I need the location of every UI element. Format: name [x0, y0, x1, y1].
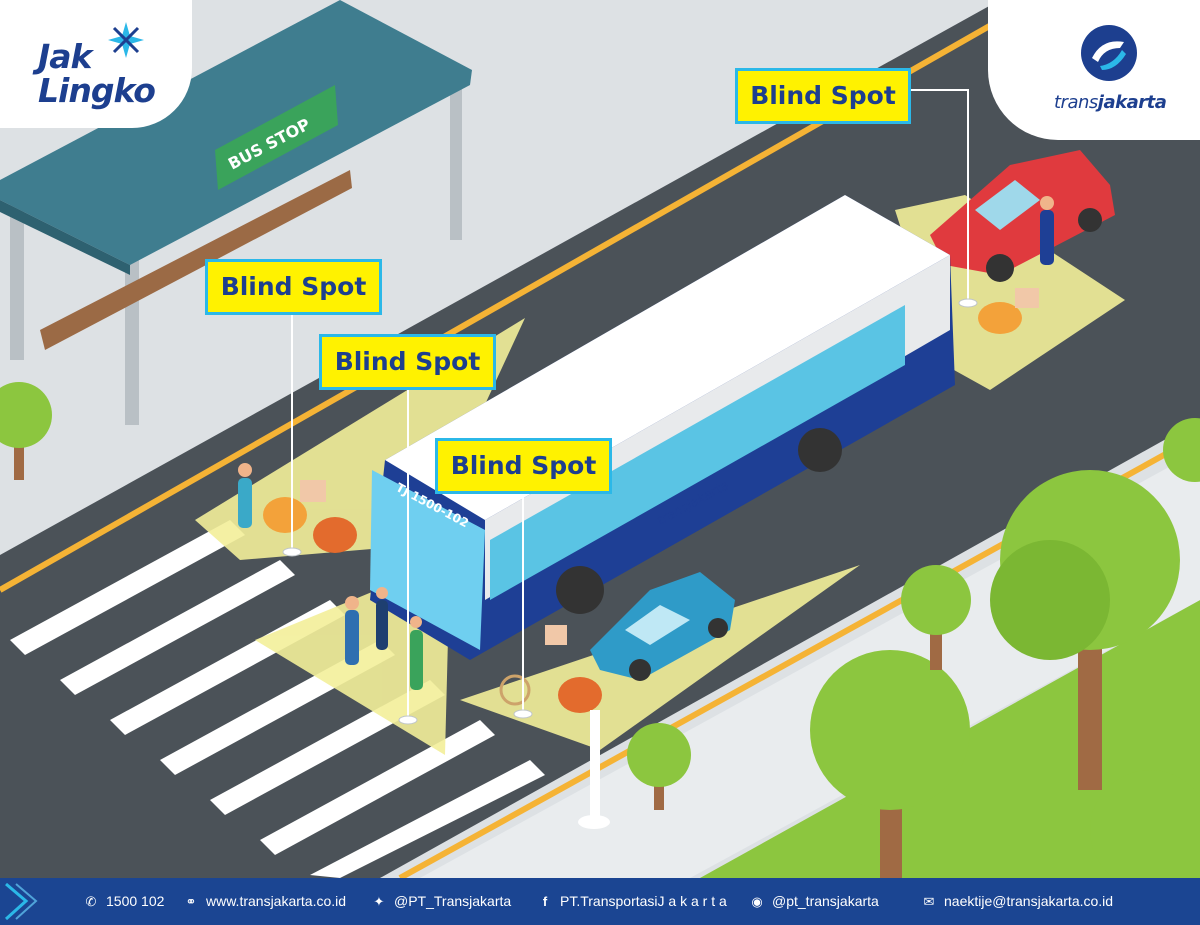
scooters: [263, 288, 1039, 713]
jaklingko-line1: Jak: [38, 37, 92, 76]
globe-icon: ⚭: [185, 894, 197, 909]
sign-post: [590, 710, 600, 820]
bus-stop-sign: [215, 85, 338, 190]
jaklingko-star-icon: [108, 22, 144, 58]
transjakarta-wordmark: transjakarta: [1054, 92, 1174, 113]
bus-stop-shelter: BUS STOP: [0, 0, 472, 425]
blind-spot-label-2: Blind Spot: [205, 259, 382, 315]
jaklingko-logo: Jak Lingko: [0, 0, 192, 128]
contact-footer: ✆ 1500 102 ⚭ www.transjakarta.co.id ✦ @PT_T…: [0, 878, 1200, 925]
footer-email[interactable]: ✉ naektije@transjakarta.co.id: [920, 878, 1114, 925]
phone-icon: ✆: [85, 894, 97, 909]
blind-spot-label-4: Blind Spot: [435, 438, 612, 494]
sign-post-base: [578, 815, 610, 829]
transjakarta-logo: [988, 0, 1200, 140]
footer-website-text: www.transjakarta.co.id: [206, 893, 347, 909]
blind-spot-label-1: Blind Spot: [735, 68, 911, 124]
footer-instagram-text: @pt_transjakarta: [772, 893, 879, 909]
instagram-icon: ◉: [751, 894, 763, 909]
footer-facebook[interactable]: f PT.TransportasiJ a k a r t a: [536, 878, 727, 925]
footer-facebook-text: PT.TransportasiJ a k a r t a: [560, 893, 727, 909]
blue-car: [590, 572, 735, 681]
footer-phone[interactable]: ✆ 1500 102: [82, 878, 165, 925]
bus: TJ 1500-102 transjakarta: [370, 195, 955, 660]
blind-spot-label-3: Blind Spot: [319, 334, 496, 390]
footer-website[interactable]: ⚭ www.transjakarta.co.id: [182, 878, 347, 925]
footer-twitter[interactable]: ✦ @PT_Transjakarta: [370, 878, 512, 925]
transjakarta-emblem-icon: [1081, 25, 1137, 81]
footer-chevron-icon: [4, 882, 38, 921]
footer-twitter-text: @PT_Transjakarta: [394, 893, 512, 909]
transjakarta-prefix: trans: [1054, 92, 1098, 113]
mail-icon: ✉: [923, 894, 935, 909]
transjakarta-suffix: jakarta: [1097, 92, 1167, 113]
jaklingko-line2: Lingko: [38, 71, 156, 110]
label-pointer-bases: [282, 298, 978, 725]
footer-phone-text: 1500 102: [106, 893, 165, 909]
label-pointers: [291, 89, 969, 718]
footer-instagram[interactable]: ◉ @pt_transjakarta: [748, 878, 879, 925]
red-car: [930, 150, 1115, 282]
twitter-icon: ✦: [373, 894, 385, 909]
facebook-icon: f: [542, 894, 548, 909]
trees: [0, 382, 1200, 878]
footer-email-text: naektije@transjakarta.co.id: [944, 893, 1114, 909]
pedestrians: [238, 196, 1054, 690]
